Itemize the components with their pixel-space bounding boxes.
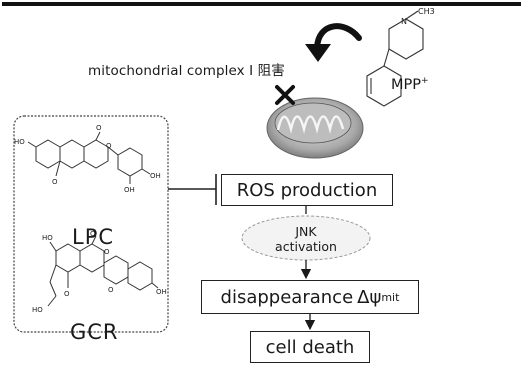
activation-label: activation	[275, 238, 337, 254]
lpc-ho-label: HO	[14, 138, 25, 146]
top-border-line	[2, 2, 521, 6]
lpc-compound-label: LPC	[72, 225, 115, 249]
lpc-oh1-label: OH	[150, 172, 161, 180]
lpc-o2-label: O	[106, 142, 112, 150]
n-atom-label: N	[401, 17, 407, 26]
gcr-methoxy-label: O	[64, 290, 70, 298]
gcr-ho1-label: HO	[42, 234, 53, 242]
gcr-o2-label: O	[104, 248, 110, 256]
gcr-ho2-label: HO	[32, 306, 43, 314]
mpp-label: MPP+	[391, 76, 429, 93]
gcr-o1-label: O	[90, 230, 96, 238]
gcr-compound-label: GCR	[70, 320, 119, 344]
mitochondrial-complex-label: mitochondrial complex Ⅰ 阻害	[88, 63, 285, 79]
gcr-oh-label: OH	[156, 288, 167, 296]
cell-death-label: cell death	[265, 336, 355, 358]
mitochondrion-icon	[266, 97, 364, 159]
inhibition-x-mark	[275, 85, 295, 105]
lpc-o1-label: O	[96, 124, 102, 132]
psi-symbol: Δψ	[357, 286, 382, 308]
methyl-label: CH3	[418, 7, 435, 16]
gcr-o3-label: O	[108, 286, 114, 294]
jnk-label: JNK	[295, 223, 317, 239]
cell-death-box: cell death	[250, 331, 370, 363]
mpp-charge: +	[421, 76, 429, 86]
mpp-text: MPP	[391, 76, 421, 93]
mpp-structure	[366, 10, 424, 107]
ros-production-box: ROS production	[221, 174, 393, 206]
ros-production-label: ROS production	[236, 179, 378, 201]
disappearance-label: disappearance	[220, 286, 354, 308]
lpc-methoxy-label: O	[52, 178, 58, 186]
lpc-oh2-label: OH	[124, 186, 135, 194]
psi-subscript: mit	[381, 290, 400, 304]
jnk-activation-node: JNK activation	[241, 216, 371, 261]
lpc-structure	[27, 131, 151, 184]
inhibition-connector	[168, 174, 217, 205]
curved-arrow	[305, 23, 362, 62]
compound-panel	[13, 115, 169, 333]
gcr-structure	[47, 235, 159, 307]
